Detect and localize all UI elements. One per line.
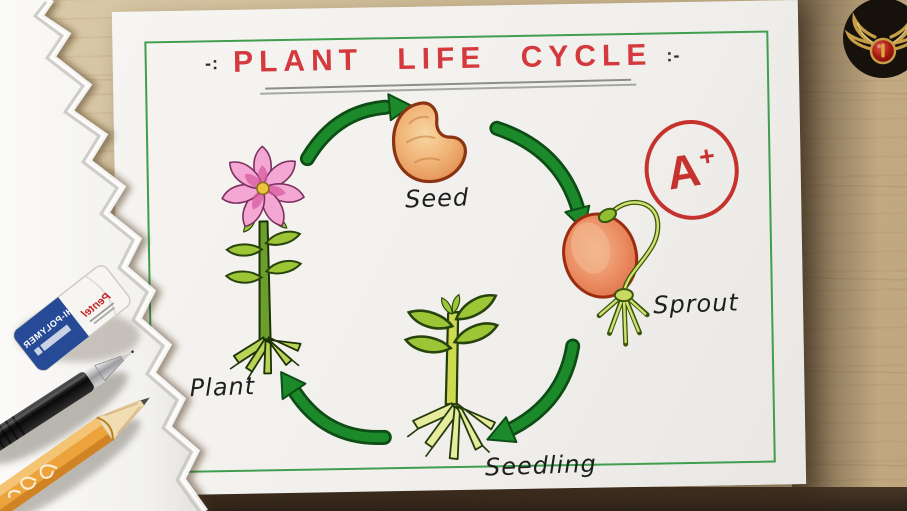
seedling-roots [406, 402, 496, 460]
channel-logo [841, 0, 907, 84]
seed-drawing [391, 101, 467, 184]
stage-label-seedling: Seedling [484, 449, 598, 482]
cycle-arrow-seed-to-sprout [489, 120, 591, 231]
cycle-arrow-seedling-to-plant [280, 371, 392, 445]
torn-edge-fibers [37, 0, 209, 511]
stage-label-seed: Seed [404, 183, 470, 214]
torn-edge-shading [32, 1, 201, 511]
drawing-sheet: -: PLANT LIFE CYCLE :- [111, 0, 807, 496]
plant-drawing [221, 145, 306, 381]
pencil-branding-squiggle [7, 464, 58, 499]
flower [221, 145, 306, 228]
wooden-pencil [0, 397, 150, 511]
torn-paper [0, 0, 206, 511]
plant-roots [229, 336, 302, 381]
seedling-drawing [403, 293, 500, 460]
pen-shadow [0, 371, 128, 465]
sprout-roots [596, 288, 650, 347]
torn-paper-foreground: HI-POLYMER Pentel [0, 0, 215, 511]
cycle-arrow-sprout-to-seedling [486, 338, 581, 444]
sprout-drawing [562, 200, 661, 347]
stage-label-sprout: Sprout [652, 288, 740, 320]
paper-shadow-on-desk [792, 0, 878, 511]
winged-emblem-icon [843, 0, 907, 78]
eraser: HI-POLYMER Pentel [13, 265, 131, 371]
diagram-artwork [221, 93, 661, 460]
black-pen [0, 350, 134, 464]
